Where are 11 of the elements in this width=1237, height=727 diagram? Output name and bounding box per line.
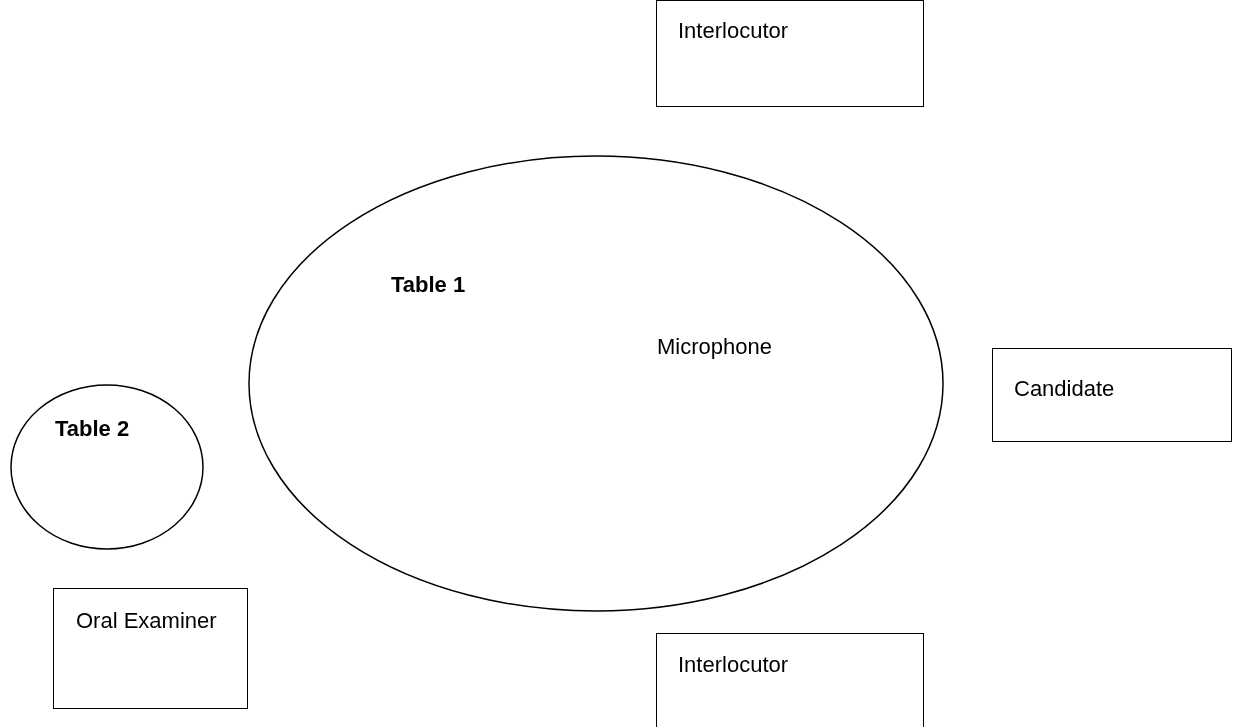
text-label: Interlocutor bbox=[678, 17, 789, 45]
text-label: Interlocutor bbox=[678, 651, 789, 679]
text-label: Oral Examiner bbox=[76, 607, 218, 635]
label-box bbox=[53, 588, 248, 709]
table-label: Table 1 bbox=[391, 271, 466, 299]
label-box bbox=[992, 348, 1232, 442]
text-label: Microphone bbox=[657, 333, 772, 361]
label-box bbox=[656, 633, 924, 727]
table-label: Table 2 bbox=[55, 415, 131, 443]
label-box bbox=[656, 0, 924, 107]
text-label: Candidate bbox=[1014, 375, 1115, 403]
